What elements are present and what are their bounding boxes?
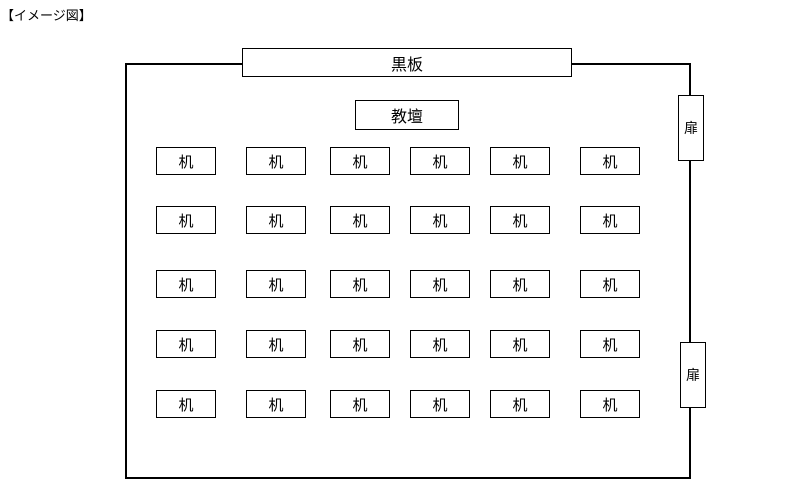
desk-r4-c1: 机	[156, 330, 216, 358]
desk-r1-c5: 机	[490, 147, 550, 175]
door-bottom: 扉	[680, 342, 706, 408]
podium: 教壇	[355, 100, 459, 130]
desk-r4-c3: 机	[330, 330, 390, 358]
diagram-caption: 【イメージ図】	[1, 9, 92, 24]
desk-r5-c5: 机	[490, 390, 550, 418]
desk-r2-c3: 机	[330, 206, 390, 234]
desk-r3-c5: 机	[490, 270, 550, 298]
desk-r5-c1: 机	[156, 390, 216, 418]
desk-r2-c6: 机	[580, 206, 640, 234]
desk-r3-c4: 机	[410, 270, 470, 298]
desk-r4-c2: 机	[246, 330, 306, 358]
desk-r2-c4: 机	[410, 206, 470, 234]
desk-r3-c3: 机	[330, 270, 390, 298]
desk-r2-c2: 机	[246, 206, 306, 234]
blackboard: 黒板	[242, 48, 572, 77]
desk-r3-c1: 机	[156, 270, 216, 298]
desk-r5-c6: 机	[580, 390, 640, 418]
desk-r5-c3: 机	[330, 390, 390, 418]
desk-r5-c4: 机	[410, 390, 470, 418]
desk-r1-c4: 机	[410, 147, 470, 175]
desk-r1-c3: 机	[330, 147, 390, 175]
desk-r4-c5: 机	[490, 330, 550, 358]
desk-r4-c6: 机	[580, 330, 640, 358]
door-top: 扉	[678, 95, 704, 161]
desk-r1-c2: 机	[246, 147, 306, 175]
desk-r3-c6: 机	[580, 270, 640, 298]
desk-r2-c5: 机	[490, 206, 550, 234]
desk-r4-c4: 机	[410, 330, 470, 358]
desk-r2-c1: 机	[156, 206, 216, 234]
desk-r5-c2: 机	[246, 390, 306, 418]
desk-r1-c6: 机	[580, 147, 640, 175]
desk-r3-c2: 机	[246, 270, 306, 298]
desk-r1-c1: 机	[156, 147, 216, 175]
